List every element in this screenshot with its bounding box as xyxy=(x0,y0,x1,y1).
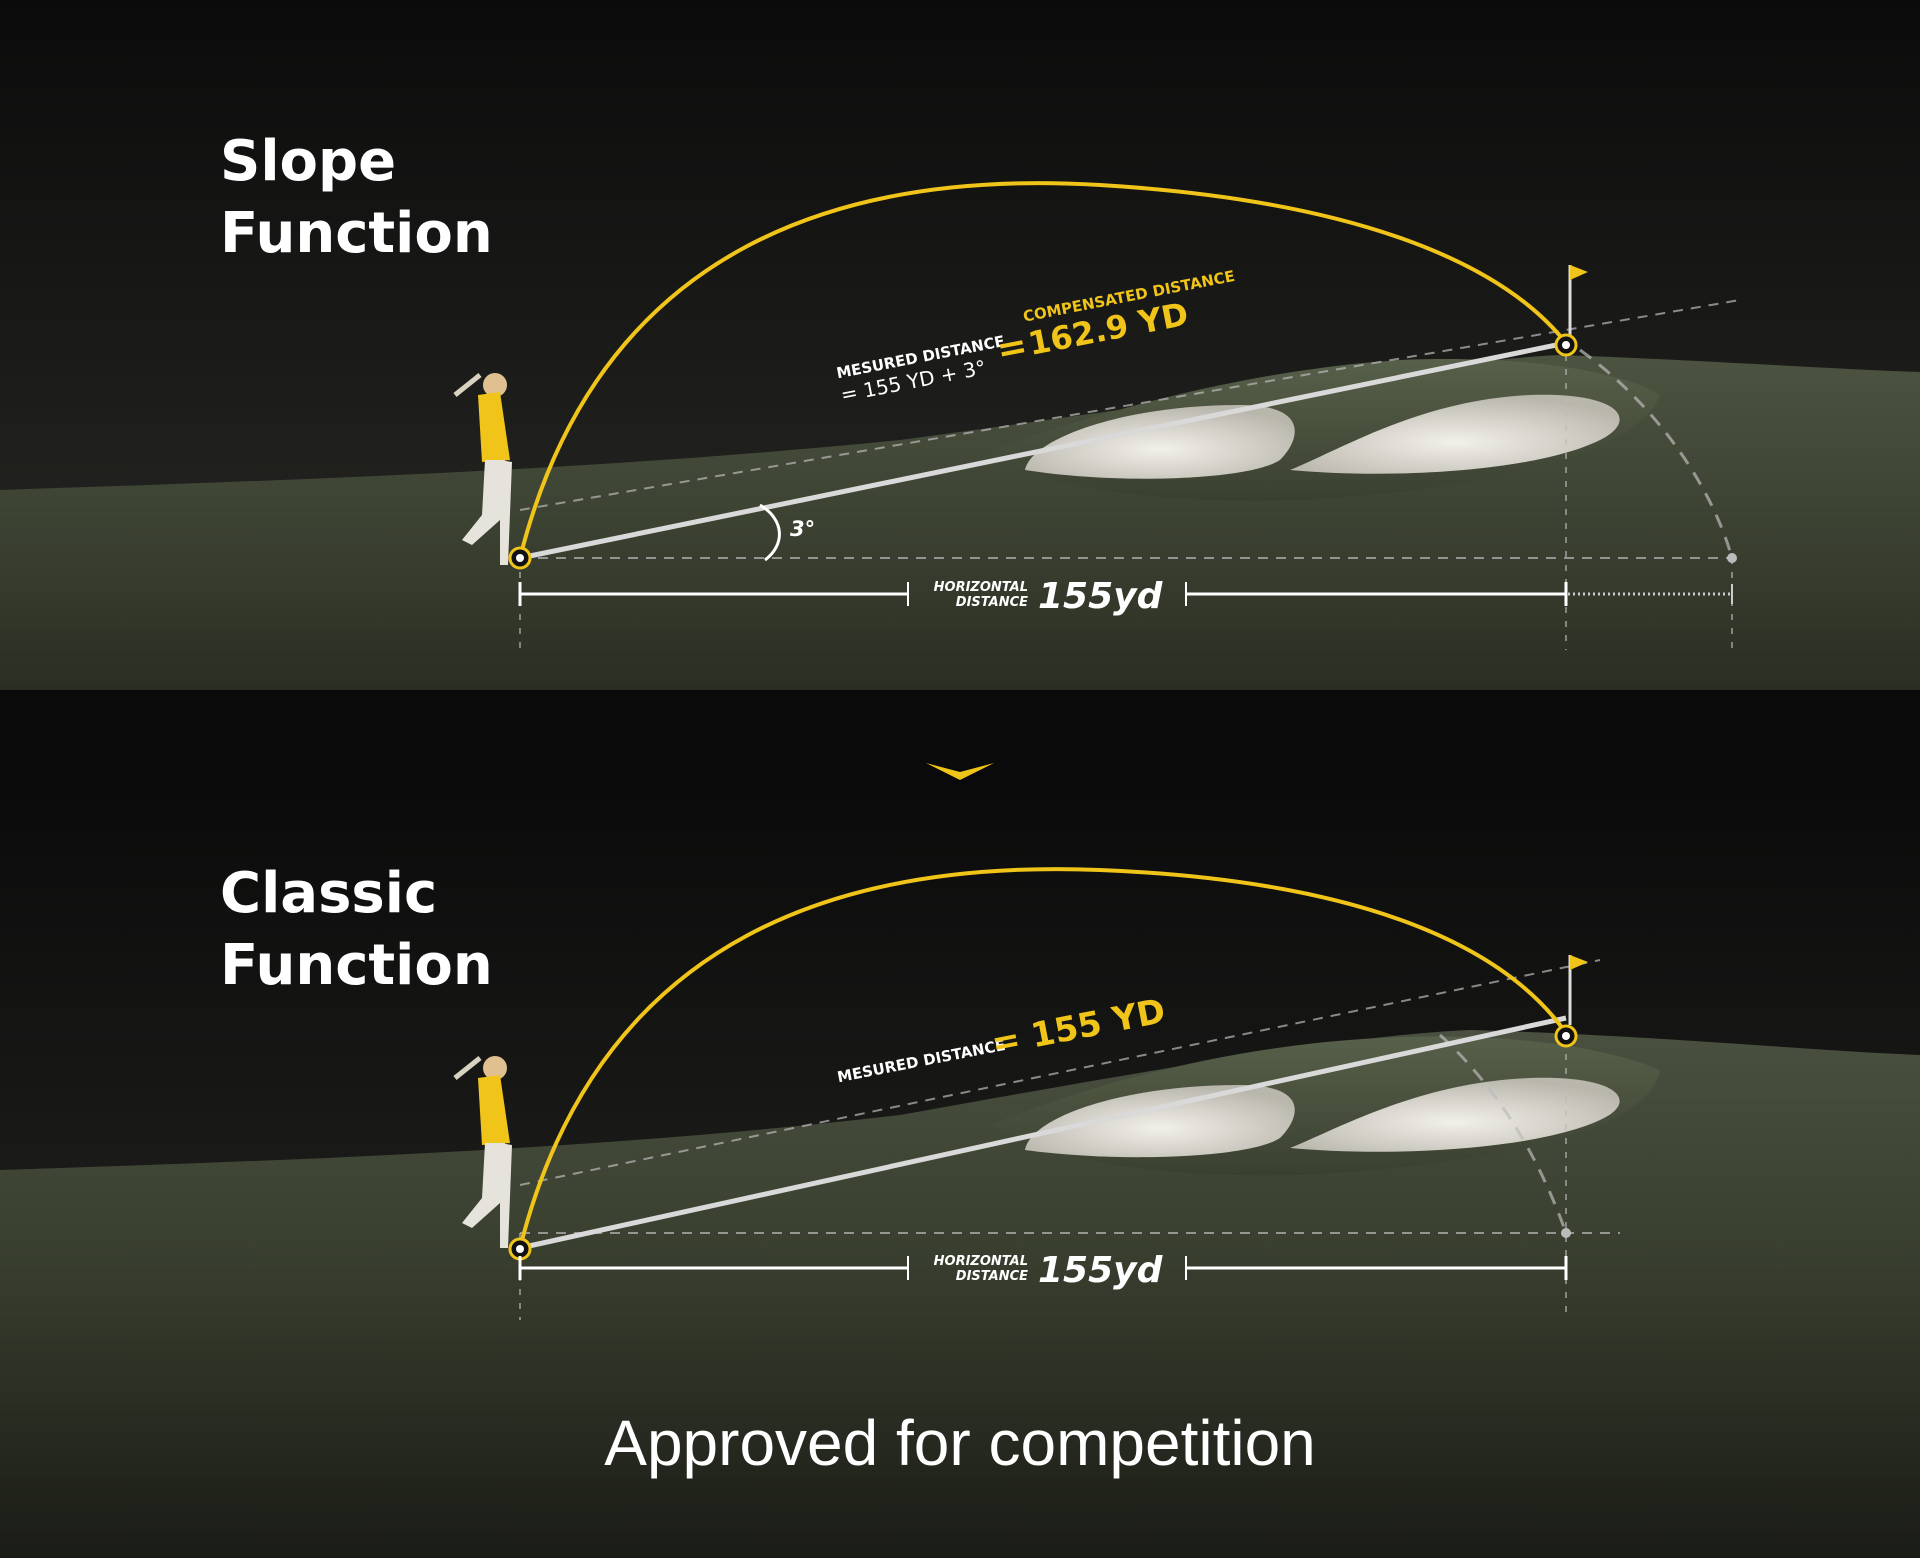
classic-panel: MESURED DISTANCE = 155 YD HORIZONTAL DIS… xyxy=(0,790,1920,1558)
slope-bunker-right xyxy=(1290,394,1620,474)
classic-golfer xyxy=(453,1056,512,1248)
slope-horizontal-value: 155yd xyxy=(1038,576,1164,617)
slope-golfer xyxy=(453,373,512,565)
slope-title-line1: Slope xyxy=(220,129,396,194)
slope-angle-label: 3° xyxy=(790,517,815,541)
slope-title-line2: Function xyxy=(220,201,493,266)
slope-horizontal-distance: HORIZONTAL DISTANCE 155yd xyxy=(518,576,1733,617)
classic-title-line2: Function xyxy=(220,933,493,998)
slope-panel: 3° MESURED DISTANCE = 155 YD + 3° = COMP… xyxy=(0,0,1920,690)
slope-trajectory xyxy=(518,181,1568,559)
classic-horizontal-value: 155yd xyxy=(1038,1250,1164,1291)
slope-bunker-left xyxy=(1025,405,1295,479)
slope-projection-dot xyxy=(1727,553,1737,563)
classic-upper-guide xyxy=(519,959,1601,1186)
slope-target-marker xyxy=(1554,333,1578,357)
classic-trajectory xyxy=(518,867,1568,1249)
slope-upper-guide xyxy=(519,299,1741,511)
slope-horizontal-label-line1: HORIZONTAL xyxy=(934,580,1028,595)
chevron-down-icon xyxy=(926,763,994,780)
classic-measured-line xyxy=(519,1015,1567,1251)
classic-projection-dot xyxy=(1561,1228,1571,1238)
slope-measured-line xyxy=(519,340,1567,561)
classic-flag-icon xyxy=(1568,955,1588,1025)
classic-start-marker xyxy=(508,1237,532,1261)
slope-start-marker xyxy=(508,546,532,570)
slope-drop-curve xyxy=(1579,348,1734,559)
slope-angle-arc xyxy=(759,503,781,562)
classic-horizontal-distance: HORIZONTAL DISTANCE 155yd xyxy=(518,1250,1568,1291)
classic-horizontal-label-line1: HORIZONTAL xyxy=(934,1254,1028,1269)
classic-horizontal-label-line2: DISTANCE xyxy=(956,1269,1028,1284)
classic-target-marker xyxy=(1554,1024,1578,1048)
slope-flag-icon xyxy=(1568,265,1588,335)
classic-bunker-right xyxy=(1290,1077,1620,1152)
footer-text: Approved for competition xyxy=(604,1407,1316,1479)
slope-horizontal-label-line2: DISTANCE xyxy=(956,595,1028,610)
classic-drop-curve xyxy=(1438,1033,1568,1234)
panel-divider xyxy=(0,690,1920,780)
classic-bunker-left xyxy=(1025,1085,1295,1158)
classic-title-line1: Classic xyxy=(220,861,437,926)
